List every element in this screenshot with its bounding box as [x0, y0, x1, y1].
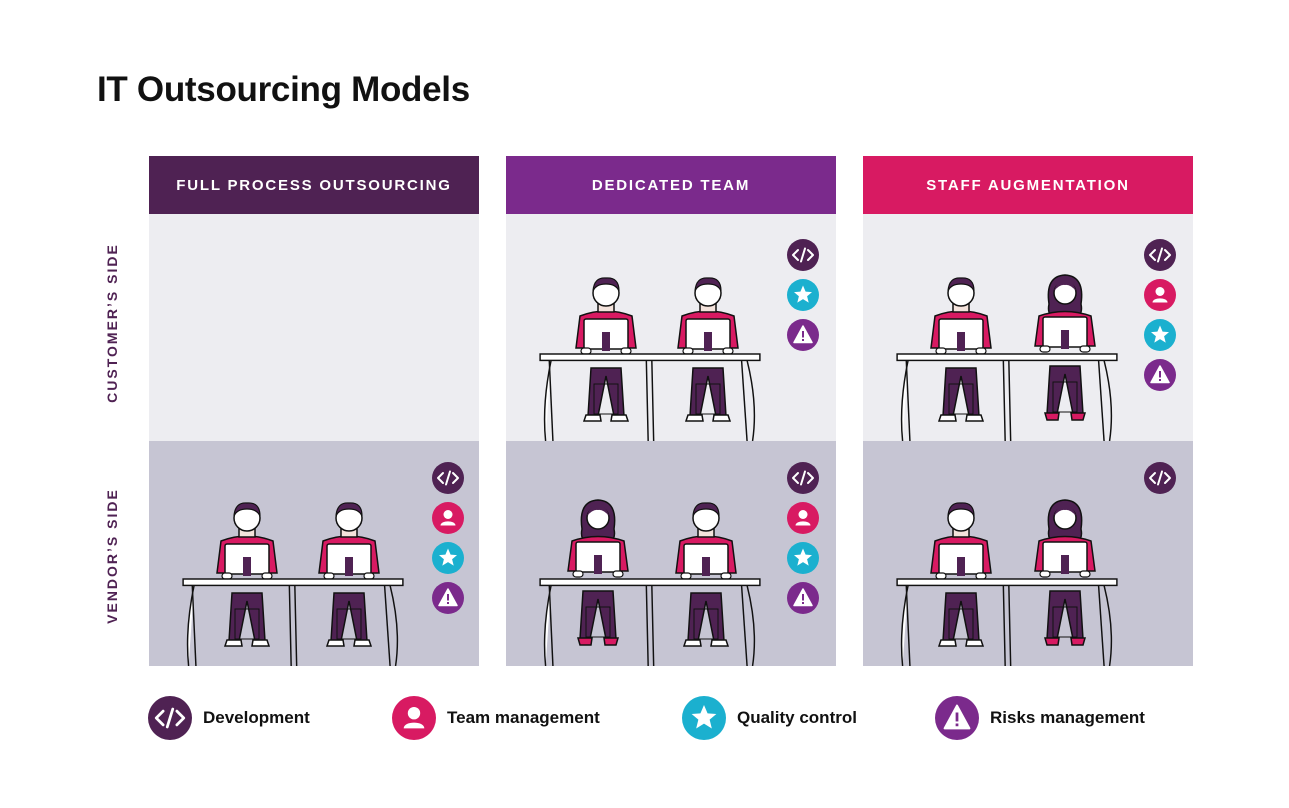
- star-icon: [682, 696, 726, 740]
- legend-item-quality-control: Quality control: [682, 696, 857, 740]
- star-icon: [787, 279, 819, 311]
- code-icon: [787, 239, 819, 271]
- person-icon: [392, 696, 436, 740]
- warning-icon: [787, 582, 819, 614]
- person-icon: [1144, 279, 1176, 311]
- page-title: IT Outsourcing Models: [97, 70, 470, 109]
- warning-icon: [787, 319, 819, 351]
- cell-dedicated-team-customer: [506, 214, 836, 441]
- person-illustration: [677, 277, 739, 422]
- legend-item-team-management: Team management: [392, 696, 600, 740]
- legend-item-risks-management: Risks management: [935, 696, 1145, 740]
- person-illustration: [318, 502, 380, 647]
- legend-label: Risks management: [990, 708, 1145, 727]
- cell-dedicated-team-vendor: [506, 441, 836, 666]
- star-icon: [432, 542, 464, 574]
- star-icon: [787, 542, 819, 574]
- cell-staff-augmentation-customer: [863, 214, 1193, 441]
- code-icon: [148, 696, 192, 740]
- warning-icon: [1144, 359, 1176, 391]
- person-illustration: [930, 277, 992, 422]
- person-illustration: [575, 277, 637, 422]
- person-icon: [787, 502, 819, 534]
- column-header-full-process-outsourcing: FULL PROCESS OUTSOURCING: [149, 156, 479, 214]
- person-illustration: [930, 502, 992, 647]
- desk-illustration: [539, 578, 761, 666]
- column-header-staff-augmentation: STAFF AUGMENTATION: [863, 156, 1193, 214]
- warning-icon: [432, 582, 464, 614]
- legend-label: Quality control: [737, 708, 857, 727]
- code-icon: [787, 462, 819, 494]
- code-icon: [1144, 462, 1176, 494]
- workspace-illustration: [182, 502, 404, 666]
- person-icon: [432, 502, 464, 534]
- desk-illustration: [539, 353, 761, 441]
- person-illustration: [567, 499, 629, 646]
- column-header-dedicated-team: DEDICATED TEAM: [506, 156, 836, 214]
- row-label-customers-side-text: CUSTOMER’S SIDE: [104, 243, 120, 403]
- person-illustration: [675, 502, 737, 647]
- person-illustration: [216, 502, 278, 647]
- cell-full-process-customer: [149, 214, 479, 441]
- desk-illustration: [896, 578, 1118, 666]
- person-illustration: [1034, 274, 1096, 421]
- star-icon: [1144, 319, 1176, 351]
- legend-label: Team management: [447, 708, 600, 727]
- warning-icon: [935, 696, 979, 740]
- person-illustration: [1034, 499, 1096, 646]
- desk-illustration: [182, 578, 404, 666]
- code-icon: [1144, 239, 1176, 271]
- code-icon: [432, 462, 464, 494]
- cell-full-process-vendor: [149, 441, 479, 666]
- row-label-vendors-side-text: VENDOR’S SIDE: [104, 488, 120, 624]
- legend-item-development: Development: [148, 696, 310, 740]
- legend-label: Development: [203, 708, 310, 727]
- cell-staff-augmentation-vendor: [863, 441, 1193, 666]
- desk-illustration: [896, 353, 1118, 441]
